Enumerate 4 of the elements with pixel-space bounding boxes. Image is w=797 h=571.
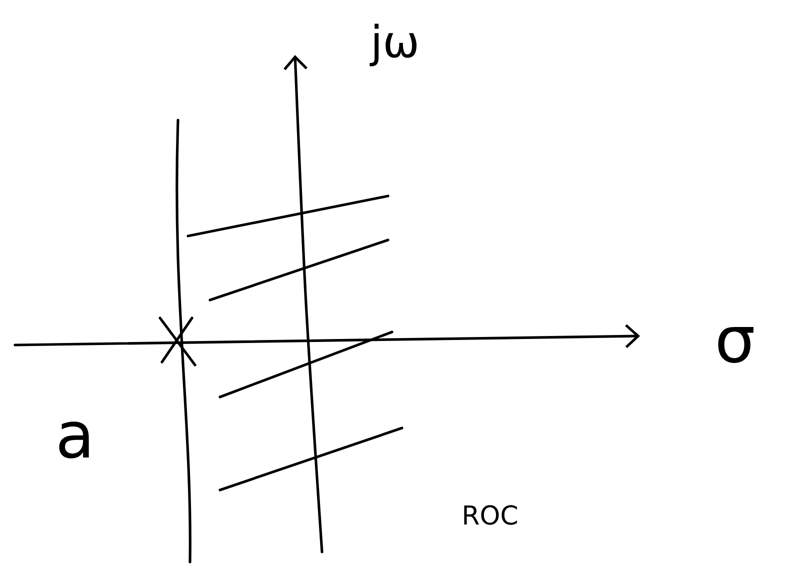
- axis-label: jω: [370, 24, 417, 66]
- region-label: ROC: [464, 505, 517, 525]
- pole-label: a: [59, 422, 89, 458]
- axis-label: σ: [718, 327, 754, 363]
